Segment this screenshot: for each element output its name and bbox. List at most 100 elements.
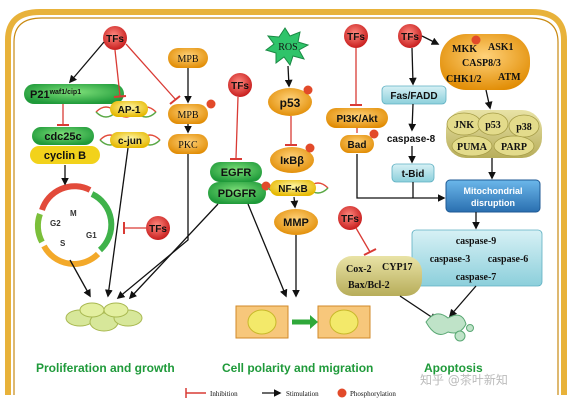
cox2-label: Cox-2 [346, 264, 372, 275]
phospho-p53 [303, 85, 313, 95]
edge-mkk-jnk [484, 89, 493, 110]
phospho-mpb [206, 99, 216, 109]
edges [57, 35, 496, 321]
tfs-label-6: TFs [149, 224, 167, 235]
bar-tfs1-mpb [169, 95, 181, 105]
atm-label: ATM [498, 72, 521, 83]
tfs-node-4 [398, 24, 422, 48]
mmp-label: MMP [283, 217, 309, 229]
tfs-label-3: TFs [347, 32, 365, 43]
jnk-label: JNK [454, 120, 474, 131]
p53-label: p53 [280, 96, 301, 110]
edge-tfs1-p21 [68, 41, 105, 84]
cycle-s-label: S [60, 239, 66, 248]
cycle-m-label: M [70, 209, 77, 218]
edge-tfs1-mpb [125, 43, 177, 101]
caspase7-label: caspase-7 [456, 272, 497, 283]
pdgfr-label: PDGFR [218, 188, 257, 200]
caspase9-label: caspase-9 [456, 236, 497, 247]
parp-bubble [493, 135, 535, 157]
caspase6-label: caspase-6 [488, 254, 529, 265]
tfs-node-5 [338, 206, 362, 230]
pi3k-label: PI3K/Akt [336, 114, 378, 125]
chk12-label: CHK1/2 [446, 74, 482, 85]
egfr-node [210, 162, 262, 182]
p38-label: p38 [516, 122, 532, 133]
pi3k-node [326, 108, 388, 128]
nfkb-node [270, 180, 316, 196]
tfs-label-2: TFs [231, 81, 249, 92]
puma-bubble [451, 135, 493, 157]
cell-cycle-diagram: M G2 S G1 [34, 183, 115, 267]
edge-bad-mito [356, 154, 446, 202]
mito-node [445, 179, 541, 213]
p53b-label: p53 [485, 120, 501, 131]
watermark: 知乎 @茶叶新知 [420, 372, 508, 387]
fasfadd-label: Fas/FADD [390, 91, 437, 102]
cjun-node [110, 132, 150, 148]
mpb-mid-node [168, 104, 208, 124]
mkk-block [440, 34, 530, 90]
cycle-g2-label: G2 [50, 219, 61, 228]
mito-label-2: disruption [471, 198, 515, 208]
edge-tfs1-ap1 [114, 49, 121, 97]
mmp-node [274, 209, 318, 235]
puma-label: PUMA [457, 142, 488, 153]
edge-cox-apoptosis [399, 295, 438, 321]
edge-pdgfr-polarity [247, 203, 288, 298]
p21-superscript: waf1/cip1 [49, 89, 82, 96]
p21-text: P21 [30, 89, 50, 101]
fasfadd-node [381, 85, 447, 105]
tfs-label-5: TFs [341, 214, 359, 225]
ikbb-node [270, 147, 314, 173]
tfs-node-3 [344, 24, 368, 48]
edge-cycle-prolif [69, 259, 91, 298]
legend: Inhibition Stimulation Phosphorylation [185, 388, 396, 398]
pkc-label: PKC [178, 140, 198, 151]
pkc-node [168, 134, 208, 154]
migration-arrowhead [310, 315, 318, 329]
tfs-node-1 [103, 26, 127, 50]
outcome-apoptosis: Apoptosis [424, 361, 483, 375]
phospho-mkk [471, 35, 481, 45]
p53b-bubble [477, 112, 509, 136]
edge-tfs4-fas [408, 47, 417, 86]
caspase8-label: caspase-8 [387, 134, 436, 145]
mkk-label: MKK [452, 44, 477, 55]
ros-label: ROS [278, 42, 297, 53]
edge-ros-p53 [284, 65, 293, 88]
legend-phospho-label: Phosphorylation [350, 390, 396, 398]
tbid-label: t-Bid [402, 169, 425, 180]
cyclin-b-label: cyclin B [44, 150, 86, 162]
nfkb-label: NF-κB [278, 184, 307, 195]
ap1-node [110, 101, 148, 117]
baxbcl2-label: Bax/Bcl-2 [348, 280, 390, 291]
edge-fas-casp8 [408, 103, 417, 132]
edge-tfs2-egfr [235, 96, 239, 159]
edge-nfkb-mmp [290, 196, 299, 209]
ap1-label: AP-1 [118, 105, 141, 116]
edge-pdgfr-prolif [128, 203, 219, 300]
tfs-node-6 [146, 216, 170, 240]
mpb-top-node [168, 48, 208, 68]
cell-membrane [5, 9, 567, 395]
tfs-label-4: TFs [401, 32, 419, 43]
tfs-label-1: TFs [106, 34, 124, 45]
cyclin-b-node [30, 146, 100, 164]
phospho-bad [369, 129, 379, 139]
caspase3-label: caspase-3 [430, 254, 471, 265]
mpb-mid-label: MPB [177, 110, 198, 121]
phospho-ikbb [305, 143, 315, 153]
p53-node [268, 88, 312, 116]
cyp17-label: CYP17 [382, 262, 413, 273]
apoptosis-cells [425, 313, 474, 342]
bar-tfs5-cox [363, 248, 377, 256]
outcome-polarity: Cell polarity and migration [222, 361, 373, 375]
egfr-label: EGFR [221, 167, 252, 179]
legend-stimulation-label: Stimulation [286, 390, 319, 398]
ask1-label: ASK1 [488, 42, 514, 53]
p21-node [24, 84, 124, 104]
cdc25c-label: cdc25c [44, 131, 81, 143]
